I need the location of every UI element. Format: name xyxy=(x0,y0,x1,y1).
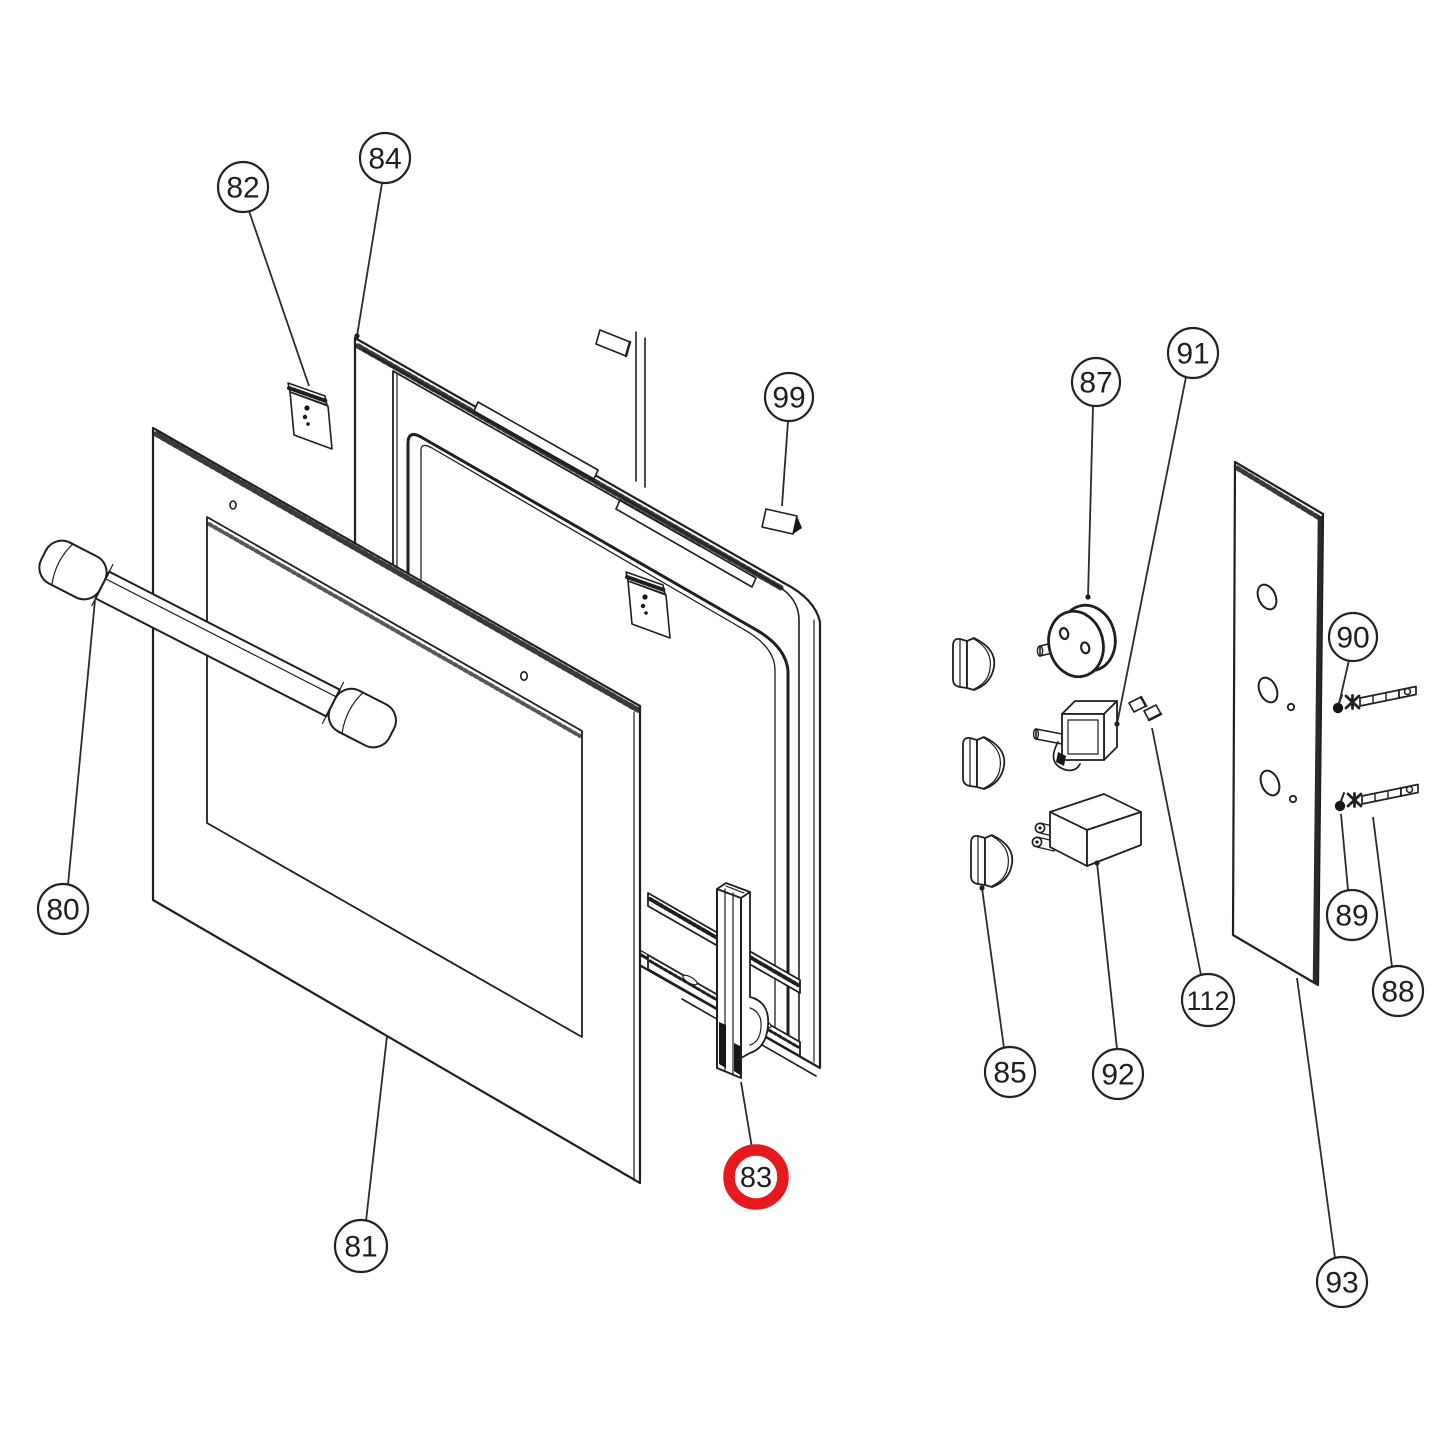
leader-line xyxy=(1087,405,1094,598)
callout-90[interactable]: 90 xyxy=(1327,611,1379,705)
callout-87[interactable]: 87 xyxy=(1070,356,1122,600)
leader-line xyxy=(248,210,310,387)
callout-circle xyxy=(216,160,270,214)
leader-line xyxy=(781,420,789,507)
callout-circle xyxy=(358,131,412,185)
callout-85[interactable]: 85 xyxy=(979,885,1037,1099)
callout-label: 99 xyxy=(772,382,805,415)
screw-assembly-bottom xyxy=(1333,783,1420,813)
leader-line xyxy=(1096,862,1118,1050)
callout-88[interactable]: 88 xyxy=(1371,816,1425,1018)
leader-line xyxy=(1338,659,1350,705)
callout-circle xyxy=(1371,964,1425,1018)
callout-circle xyxy=(1180,972,1236,1028)
leader-line xyxy=(356,182,383,337)
control-module-92 xyxy=(1031,793,1142,867)
leader-line xyxy=(981,887,1005,1049)
glass-retainer-clip-82 xyxy=(286,381,334,451)
leader-line xyxy=(1296,977,1336,1259)
leader-line xyxy=(1116,376,1187,725)
leader-dot xyxy=(354,333,360,339)
leader-line xyxy=(1151,727,1202,976)
callout-circle xyxy=(1325,888,1379,942)
callout-circle xyxy=(1070,356,1122,408)
control-knob-1 xyxy=(952,637,996,691)
callout-label: 80 xyxy=(46,894,79,927)
leader-line xyxy=(365,1035,388,1222)
callout-circle xyxy=(763,371,815,423)
callout-label: 84 xyxy=(368,143,401,176)
control-panel-93 xyxy=(1231,460,1325,987)
callout-label: 93 xyxy=(1325,1267,1358,1300)
callout-89[interactable]: 89 xyxy=(1325,813,1379,942)
callout-label: 88 xyxy=(1381,976,1414,1009)
callout-82[interactable]: 82 xyxy=(216,160,310,387)
callout-circle xyxy=(1315,1255,1369,1309)
callout-81[interactable]: 81 xyxy=(333,1035,389,1274)
callout-83[interactable]: 83 xyxy=(723,1081,789,1210)
screw-assembly-top xyxy=(1331,685,1418,715)
leader-line xyxy=(740,1081,753,1149)
callout-label: 92 xyxy=(1101,1059,1134,1092)
callout-label: 81 xyxy=(344,1231,377,1264)
leader-dot xyxy=(1094,860,1100,866)
door-handle-80 xyxy=(38,539,397,749)
leader-line xyxy=(1372,816,1393,968)
leader-dot xyxy=(1114,721,1120,727)
callout-circle xyxy=(983,1045,1037,1099)
callout-91[interactable]: 91 xyxy=(1114,326,1220,727)
rotary-switch-91 xyxy=(1032,700,1118,772)
outer-door-glass-81 xyxy=(151,426,642,1185)
callout-circle xyxy=(333,1218,389,1274)
hinge-support-83 xyxy=(716,882,770,1079)
callout-circle xyxy=(36,882,90,936)
callout-label: 82 xyxy=(226,172,259,205)
callout-label: 83 xyxy=(740,1162,772,1194)
callout-label: 87 xyxy=(1079,367,1112,400)
callout-label: 112 xyxy=(1186,986,1229,1016)
callout-circle xyxy=(1091,1047,1145,1101)
callout-label: 90 xyxy=(1336,622,1369,655)
leader-dot xyxy=(979,885,985,891)
callout-112[interactable]: 112 xyxy=(1151,727,1236,1028)
callout-99[interactable]: 99 xyxy=(763,371,815,507)
callout-circle xyxy=(1166,326,1220,380)
callout-80[interactable]: 80 xyxy=(36,599,96,936)
callout-93[interactable]: 93 xyxy=(1296,977,1369,1309)
leader-line xyxy=(67,599,96,886)
callout-84[interactable]: 84 xyxy=(354,131,412,339)
top-plate-clip xyxy=(595,329,632,358)
highlight-ring xyxy=(723,1144,789,1210)
control-knob-2 xyxy=(962,736,1006,790)
leader-line xyxy=(1340,813,1349,891)
control-knob-3 xyxy=(970,834,1014,888)
timer-buzzer-87 xyxy=(1036,603,1117,679)
callout-circle xyxy=(1327,611,1379,663)
callout-label: 85 xyxy=(993,1057,1026,1090)
callout-label: 91 xyxy=(1176,338,1209,371)
leader-dot xyxy=(1085,594,1091,600)
retainer-clip-99 xyxy=(761,508,802,535)
terminal-bracket-112 xyxy=(1128,695,1163,722)
callout-label: 89 xyxy=(1335,900,1368,933)
callout-layer: 80 81 82 83 84 85 87 88 89 90 91 92 93 99 112 xyxy=(36,131,1425,1309)
callout-92[interactable]: 92 xyxy=(1091,860,1145,1101)
